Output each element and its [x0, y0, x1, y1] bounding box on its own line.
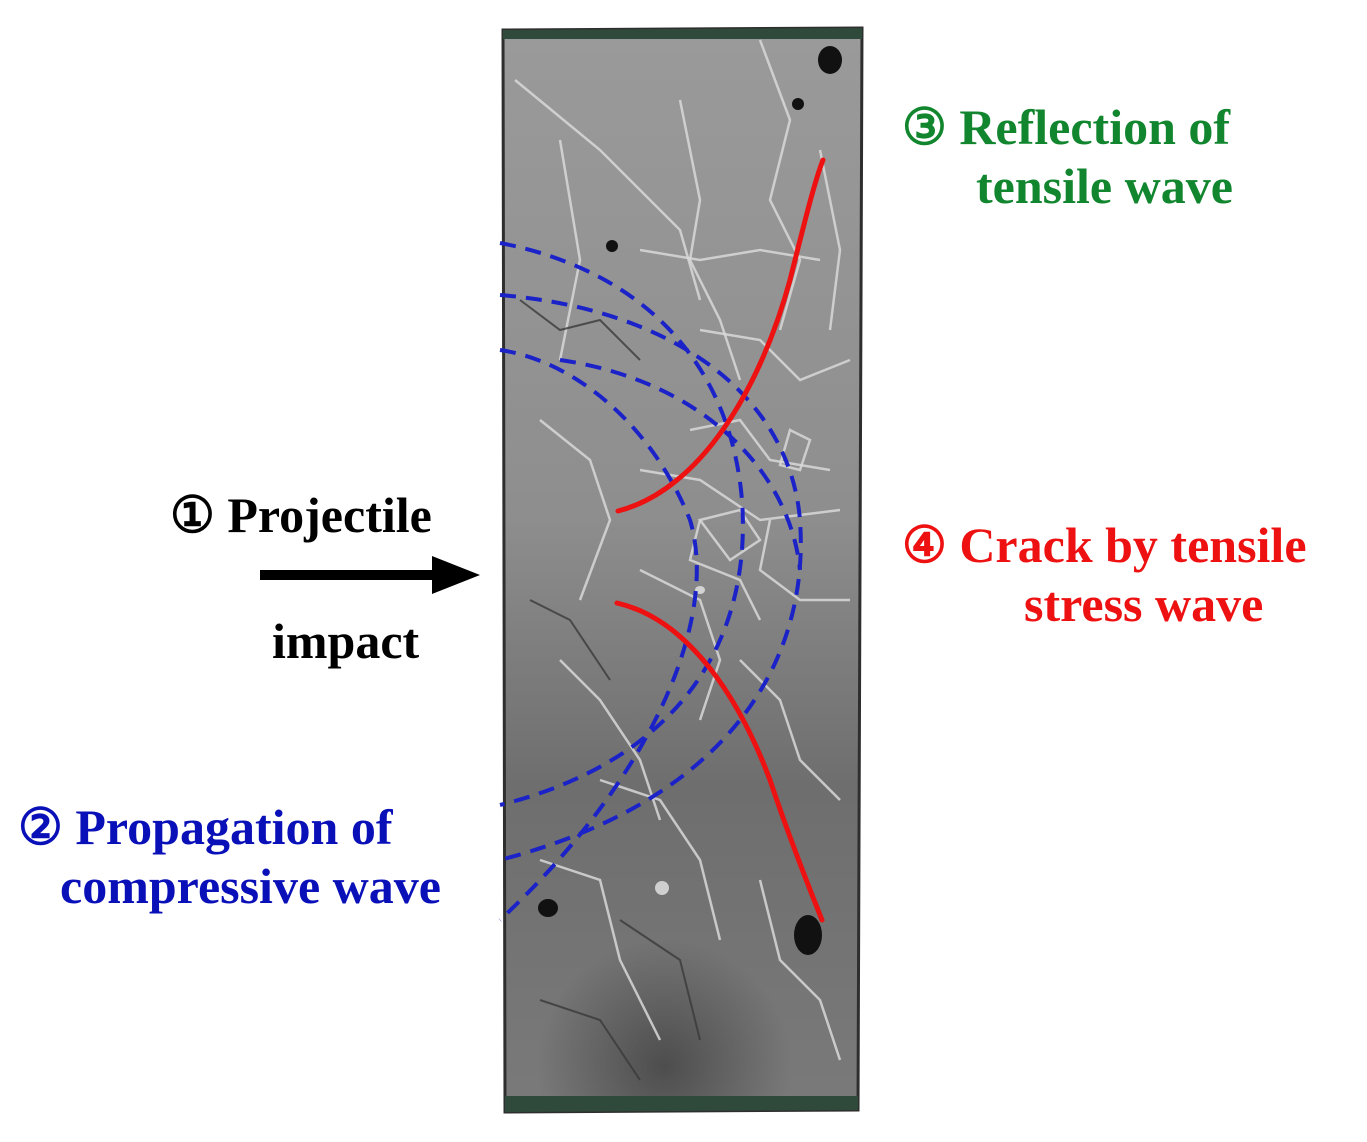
wave-front-4 [559, 358, 802, 571]
step3-line2: tensile wave [976, 158, 1233, 214]
lower-crack [614, 600, 825, 923]
step2-line1: ② Propagation of [18, 799, 393, 855]
step2-line2: compressive wave [60, 858, 441, 914]
wave-front-1 [499, 241, 745, 807]
step1-line2: impact [272, 613, 420, 669]
wave-front-3 [498, 348, 699, 922]
step4-line1: ④ Crack by tensile [902, 517, 1307, 573]
step2-label: ② Propagation of compressive wave [18, 798, 441, 916]
step3-line1: ③ Reflection of [902, 99, 1231, 155]
right-arrow-icon [260, 556, 480, 594]
tensile-cracks [614, 157, 826, 923]
upper-crack [615, 157, 826, 514]
wave-front-2 [499, 293, 803, 862]
step1-caption: impact [272, 612, 419, 671]
specimen-slab [501, 26, 864, 1114]
compressive-wave-fronts [498, 241, 803, 922]
step1-line1: ① Projectile [170, 487, 432, 543]
step4-label: ④ Crack by tensile stress wave [902, 516, 1307, 634]
step4-line2: stress wave [1024, 576, 1264, 632]
step1-label: ① Projectile [170, 486, 432, 545]
pores [538, 46, 842, 955]
step3-label: ③ Reflection of tensile wave [902, 98, 1233, 216]
